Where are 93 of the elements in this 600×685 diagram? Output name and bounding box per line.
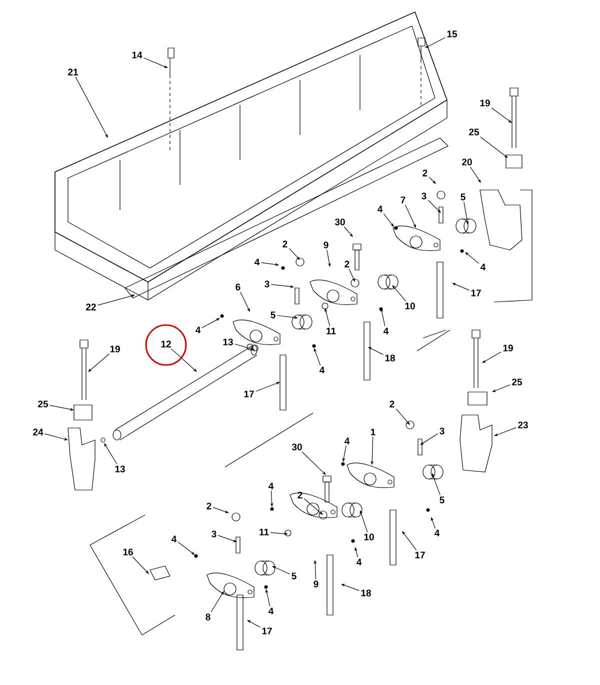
callout-number: 2 xyxy=(422,170,428,176)
callout-number: 4 xyxy=(378,206,383,212)
leader-line xyxy=(368,347,384,355)
callout-number: 17 xyxy=(244,390,254,398)
callout-number: 21 xyxy=(68,68,78,76)
callout-number: 23 xyxy=(518,422,528,428)
callout-number: 12 xyxy=(161,340,171,348)
callout-number: 2 xyxy=(206,502,212,510)
callout-number: 4 xyxy=(384,328,389,334)
leader-line xyxy=(491,108,512,123)
callout-number: 18 xyxy=(385,354,395,362)
callout-number: 2 xyxy=(390,400,394,408)
callout-number: 9 xyxy=(314,580,318,588)
leader-line xyxy=(75,76,108,138)
callout-number: 25 xyxy=(469,128,480,136)
callout-number: 10 xyxy=(364,534,374,540)
leader-line xyxy=(288,248,300,260)
callout-number: 4 xyxy=(268,608,274,614)
callout-number: 7 xyxy=(400,196,406,204)
callout-number: 3 xyxy=(264,280,270,288)
leader-line xyxy=(88,354,110,372)
callout-number: 4 xyxy=(480,264,486,270)
callout-number: 17 xyxy=(262,628,272,634)
callout-number: 4 xyxy=(268,482,274,490)
leader-line xyxy=(420,433,438,445)
callout-number: 22 xyxy=(86,304,96,310)
callout-number: 3 xyxy=(212,530,216,538)
callout-number: 5 xyxy=(270,312,276,318)
leader-line xyxy=(210,591,224,612)
callout-number: 4 xyxy=(254,258,260,266)
leader-line xyxy=(425,37,446,48)
callout-number: 5 xyxy=(292,572,296,580)
leader-line xyxy=(392,285,406,302)
callout-number: 11 xyxy=(260,528,269,536)
callout-number: 24 xyxy=(33,428,44,436)
leader-line xyxy=(202,318,220,328)
callout-number: 1 xyxy=(370,428,376,436)
callout-number: 19 xyxy=(503,344,513,352)
callout-number: 5 xyxy=(460,194,466,200)
callout-number: 30 xyxy=(334,218,345,226)
leader-line xyxy=(482,352,502,363)
leader-line xyxy=(428,200,441,213)
callout-number: 5 xyxy=(440,496,444,504)
callout-number: 2 xyxy=(282,240,288,248)
callout-number: 17 xyxy=(471,290,481,296)
callout-number: 14 xyxy=(132,52,142,58)
leader-line xyxy=(304,498,323,515)
callout-number: 20 xyxy=(462,158,472,166)
callout-number: 6 xyxy=(236,284,240,290)
callout-number: 30 xyxy=(292,444,302,450)
leader-line xyxy=(132,556,149,574)
callout-number: 19 xyxy=(110,346,120,352)
callout-number: 2 xyxy=(344,260,350,268)
callout-number: 15 xyxy=(447,30,458,38)
callout-number: 3 xyxy=(440,428,444,434)
callout-number: 18 xyxy=(361,590,371,596)
leader-line xyxy=(428,176,436,184)
leader-line xyxy=(272,566,290,574)
callout-number: 4 xyxy=(196,326,201,334)
callout-number: 11 xyxy=(326,328,336,334)
callout-number: 2 xyxy=(298,492,302,498)
leader-line xyxy=(104,443,118,464)
leader-line xyxy=(178,542,195,555)
callout-number: 4 xyxy=(172,536,177,542)
leader-line xyxy=(240,292,250,312)
callout-number: 4 xyxy=(320,366,325,374)
callout-number: 25 xyxy=(512,378,522,386)
callout-number: 16 xyxy=(123,548,133,556)
leader-line xyxy=(396,408,410,425)
leader-line xyxy=(383,213,394,227)
callout-number: 17 xyxy=(415,552,425,558)
callout-number: 13 xyxy=(115,466,125,472)
callout-number: 25 xyxy=(38,400,48,408)
leader-line xyxy=(247,620,261,628)
callout-number: 4 xyxy=(356,558,362,566)
leader-line xyxy=(302,452,326,475)
leader-line xyxy=(465,252,480,264)
leader-line xyxy=(348,268,355,282)
leader-line xyxy=(470,166,481,183)
callout-number: 13 xyxy=(223,338,233,346)
leader-line xyxy=(143,58,168,68)
callout-number: 4 xyxy=(344,438,350,444)
leader-line xyxy=(344,226,353,237)
leader-line xyxy=(402,531,417,551)
callout-number: 8 xyxy=(206,614,210,620)
callout-number: 9 xyxy=(324,242,328,248)
leader-line xyxy=(404,204,416,228)
callout-number: 4 xyxy=(434,530,440,536)
leader-line xyxy=(171,348,197,372)
callout-number: 10 xyxy=(405,302,415,310)
leader-line xyxy=(480,136,508,158)
callout-number: 19 xyxy=(480,100,490,106)
callout-number: 3 xyxy=(422,192,426,200)
